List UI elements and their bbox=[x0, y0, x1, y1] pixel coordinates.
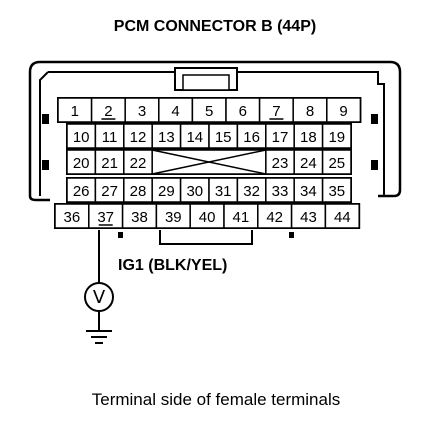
bottom-key bbox=[159, 230, 253, 245]
pin-number-41: 41 bbox=[233, 209, 250, 226]
pin-cell bbox=[321, 123, 352, 149]
pin-cell bbox=[155, 203, 191, 229]
pin-number-13: 13 bbox=[158, 129, 175, 146]
pin-cell bbox=[223, 203, 259, 229]
pin-number-15: 15 bbox=[215, 129, 232, 146]
connector-housing-outline bbox=[28, 60, 402, 202]
pin-cell bbox=[158, 97, 194, 123]
pin-cell bbox=[66, 123, 97, 149]
pin-number-31: 31 bbox=[215, 183, 232, 200]
pin-number-19: 19 bbox=[328, 129, 345, 146]
pin-number-32: 32 bbox=[243, 183, 260, 200]
pin-cell bbox=[321, 177, 352, 203]
pin-number-39: 39 bbox=[165, 209, 182, 226]
pin-cell bbox=[66, 177, 97, 203]
pin-cell bbox=[321, 149, 352, 175]
pin-number-2: 2 bbox=[104, 103, 112, 120]
pin-number-26: 26 bbox=[73, 183, 90, 200]
pin-number-6: 6 bbox=[239, 103, 247, 120]
pin-number-27: 27 bbox=[101, 183, 118, 200]
pin-number-4: 4 bbox=[171, 103, 179, 120]
left-latch bbox=[42, 114, 49, 124]
pin-cell bbox=[326, 97, 362, 123]
pin-number-25: 25 bbox=[328, 155, 345, 172]
pin-number-12: 12 bbox=[130, 129, 147, 146]
pin-cell bbox=[258, 97, 294, 123]
voltmeter-symbol: V bbox=[93, 287, 106, 308]
probe-circuit: V bbox=[84, 230, 114, 344]
pin-number-34: 34 bbox=[300, 183, 317, 200]
pin-number-43: 43 bbox=[300, 209, 317, 226]
pin-number-21: 21 bbox=[101, 155, 118, 172]
pin-cell bbox=[290, 203, 327, 229]
pin-number-38: 38 bbox=[131, 209, 148, 226]
pin-number-23: 23 bbox=[272, 155, 289, 172]
pin-cell bbox=[265, 177, 295, 203]
pin-number-37: 37 bbox=[97, 209, 114, 226]
caption: Terminal side of female terminals bbox=[92, 390, 340, 409]
pin-number-9: 9 bbox=[339, 103, 347, 120]
pin-cell bbox=[189, 203, 225, 229]
pin-number-8: 8 bbox=[306, 103, 314, 120]
pin-cell bbox=[191, 97, 227, 123]
lock-tab-inner bbox=[182, 74, 230, 91]
connector-housing-inner bbox=[39, 71, 385, 196]
pin-cell bbox=[324, 203, 360, 229]
pin-cell bbox=[121, 203, 158, 229]
left-latch bbox=[42, 160, 49, 170]
pin-number-30: 30 bbox=[186, 183, 203, 200]
pin-number-28: 28 bbox=[130, 183, 147, 200]
pin-number-33: 33 bbox=[272, 183, 289, 200]
pin-number-17: 17 bbox=[272, 129, 289, 146]
connector-title: PCM CONNECTOR B (44P) bbox=[114, 18, 316, 35]
pin-number-35: 35 bbox=[328, 183, 345, 200]
pin-cell bbox=[94, 123, 125, 149]
pin-number-40: 40 bbox=[199, 209, 216, 226]
pin-cell bbox=[54, 203, 90, 229]
pin-number-10: 10 bbox=[73, 129, 90, 146]
bottom-tick bbox=[118, 232, 123, 238]
pin-cell bbox=[88, 203, 124, 229]
pin-number-24: 24 bbox=[300, 155, 317, 172]
bottom-tick bbox=[289, 232, 294, 238]
ground-icon bbox=[86, 330, 112, 344]
pin-number-7: 7 bbox=[272, 103, 280, 120]
pin-cell bbox=[124, 97, 160, 123]
pin-cell bbox=[90, 97, 126, 123]
pin-cell bbox=[151, 177, 182, 203]
pin-number-36: 36 bbox=[64, 209, 81, 226]
right-latch bbox=[371, 114, 378, 124]
pin-number-29: 29 bbox=[158, 183, 175, 200]
pin-number-42: 42 bbox=[266, 209, 283, 226]
pin-number-44: 44 bbox=[334, 209, 351, 226]
pin-number-3: 3 bbox=[138, 103, 146, 120]
pin-number-22: 22 bbox=[130, 155, 147, 172]
pin-number-20: 20 bbox=[73, 155, 90, 172]
pin-number-18: 18 bbox=[300, 129, 317, 146]
pin-cell bbox=[66, 149, 97, 175]
wire-label: IG1 (BLK/YEL) bbox=[118, 257, 227, 274]
pin-cell bbox=[236, 123, 267, 149]
pin-number-16: 16 bbox=[243, 129, 260, 146]
pin-number-11: 11 bbox=[102, 129, 118, 146]
pin-cell bbox=[236, 177, 267, 203]
right-latch bbox=[371, 160, 378, 170]
blank-cavity-cross bbox=[152, 149, 266, 175]
pin-cell bbox=[265, 123, 295, 149]
pin-cell bbox=[208, 177, 239, 203]
pin-number-5: 5 bbox=[205, 103, 213, 120]
pin-number-14: 14 bbox=[186, 129, 203, 146]
pin-number-1: 1 bbox=[71, 103, 79, 120]
pin-cell bbox=[179, 177, 210, 203]
